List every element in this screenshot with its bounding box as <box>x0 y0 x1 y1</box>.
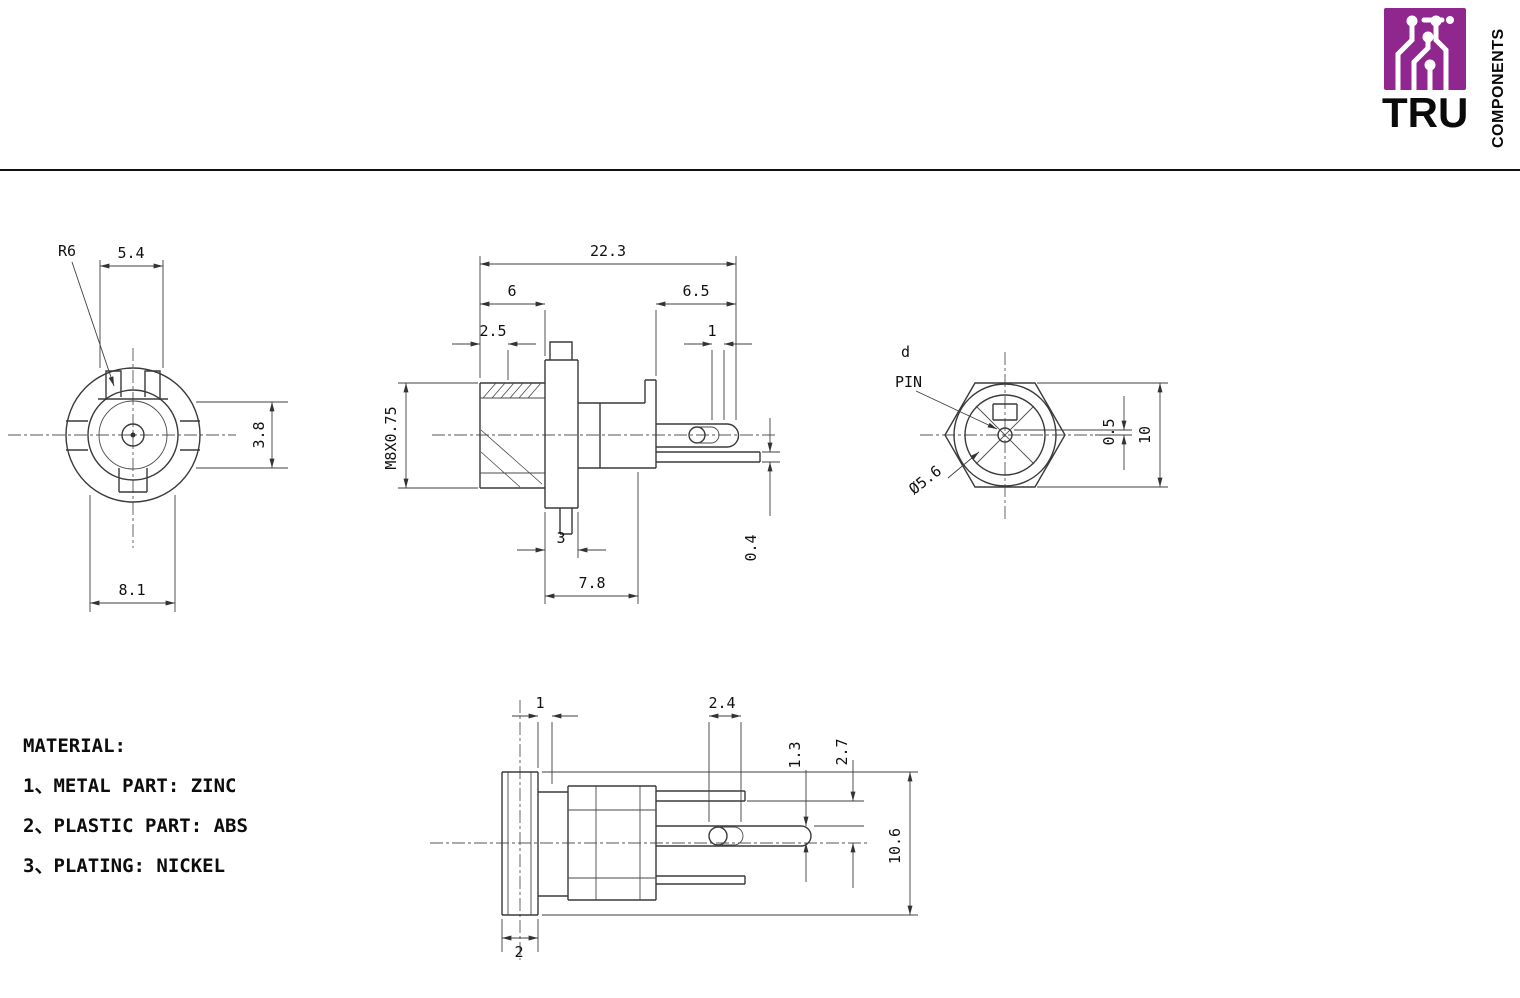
dim-label-2-4: 2.4 <box>708 694 735 712</box>
dim-label-10: 10 <box>1136 426 1154 444</box>
dim-front-key-width: 5.4 <box>99 244 164 368</box>
material-title: MATERIAL: <box>23 735 126 757</box>
dim-label-10-6: 10.6 <box>886 828 904 864</box>
dim-side-thread-spec: M8X0.75 <box>382 382 478 489</box>
material-item-metal: 1、METAL PART: ZINC <box>23 775 237 797</box>
dim-side-relief: 2.5 <box>452 322 536 380</box>
dim-label-2-7: 2.7 <box>833 738 851 765</box>
material-item-plating: 3、PLATING: NICKEL <box>23 855 226 877</box>
label-d: d <box>901 343 910 361</box>
dim-label-r6: R6 <box>58 242 76 260</box>
dim-side-lug: 3 <box>517 512 606 604</box>
dim-front-body-width: 8.1 <box>89 495 176 612</box>
front-outline <box>65 367 201 503</box>
tru-components-logo: TRU COMPONENTS <box>1382 8 1508 148</box>
dim-side-total-length: 22.3 <box>479 242 737 420</box>
dim-side-pin-length: 6.5 <box>655 282 736 376</box>
dim-label-0-5: 0.5 <box>1100 418 1118 445</box>
logo-circuit-icon <box>1384 8 1466 90</box>
back-center-lines <box>920 352 1095 522</box>
dim-label-m8x075: M8X0.75 <box>382 406 400 469</box>
dim-side-tab: 1 <box>684 322 752 420</box>
side-outline <box>479 341 761 535</box>
back-outline <box>944 382 1066 488</box>
dim-side-pin-thickness: 0.4 <box>742 418 780 562</box>
dim-label-1: 1 <box>707 322 716 340</box>
dim-bottom-offset-b: 2.7 <box>747 738 864 888</box>
dim-label-8-1: 8.1 <box>118 581 145 599</box>
bottom-outline <box>501 771 812 916</box>
dim-label-7-8: 7.8 <box>578 574 605 592</box>
dim-label-5-4: 5.4 <box>117 244 144 262</box>
logo-brand-text: TRU <box>1382 89 1469 136</box>
material-notes: MATERIAL: 1、METAL PART: ZINC 2、PLASTIC P… <box>23 726 248 886</box>
bottom-center-lines <box>430 700 868 960</box>
dim-back-across-flats: 10 <box>1037 382 1168 488</box>
front-view: R6 5.4 3.8 8.1 <box>8 242 288 612</box>
dim-label-6: 6 <box>507 282 516 300</box>
dim-bottom-offset-a: 1.3 <box>786 741 864 882</box>
dim-label-0-4: 0.4 <box>742 534 760 561</box>
material-item-plastic: 2、PLASTIC PART: ABS <box>23 815 248 837</box>
dim-label-dia-5-6: Ø5.6 <box>905 462 945 498</box>
dim-bottom-height: 10.6 <box>542 771 918 916</box>
back-view: d PIN Ø5.6 0.5 10 <box>895 343 1168 522</box>
dim-label-22-3: 22.3 <box>590 242 626 260</box>
dim-bottom-bezel: 2 <box>501 919 539 961</box>
back-pin-callout: d PIN <box>895 343 998 430</box>
dim-label-bezel-2: 2 <box>514 943 523 961</box>
dim-label-6-5: 6.5 <box>682 282 709 300</box>
dim-bottom-rim: 1 <box>512 694 578 784</box>
dim-side-thread-length: 6 <box>480 282 546 356</box>
dim-front-radius: R6 <box>58 242 115 387</box>
front-center-lines <box>8 348 236 548</box>
dim-label-3-8: 3.8 <box>250 421 268 448</box>
dim-front-flat-height: 3.8 <box>196 401 288 469</box>
dim-label-rim-1: 1 <box>535 694 544 712</box>
dim-bottom-slot: 2.4 <box>708 694 742 822</box>
dim-label-3: 3 <box>556 529 565 547</box>
dim-side-body-length: 7.8 <box>545 472 639 604</box>
side-view: 22.3 6 6.5 2.5 <box>382 242 780 604</box>
dim-label-2-5: 2.5 <box>479 322 506 340</box>
header-divider <box>0 169 1520 171</box>
bottom-view: 1 2.4 1.3 2.7 <box>430 694 918 961</box>
dim-label-1-3: 1.3 <box>786 741 804 768</box>
label-pin: PIN <box>895 373 922 391</box>
dim-back-pin-offset: 0.5 <box>1014 396 1132 470</box>
